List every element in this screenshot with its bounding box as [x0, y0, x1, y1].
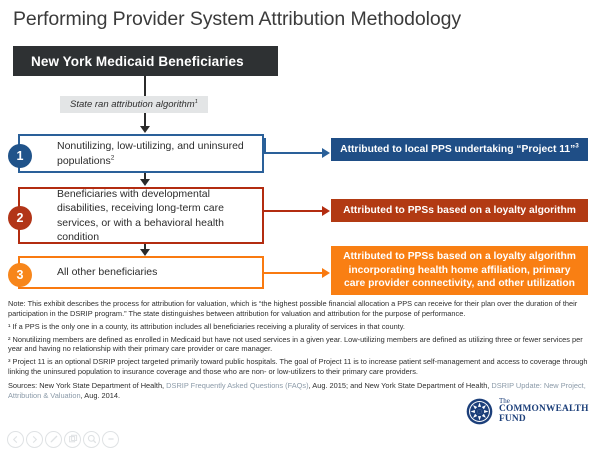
arrow-head-down-cat3 — [140, 249, 150, 256]
bottom-toolbar — [0, 428, 600, 450]
commonwealth-fund-seal-icon — [466, 398, 493, 425]
category-label-3: All other beneficiaries — [57, 266, 158, 279]
sources-mid: , Aug. 2015; and New York State Departme… — [308, 380, 492, 390]
footnote-2: ² Nonutilizing members are defined as en… — [8, 334, 583, 354]
note-text: Note: This exhibit describes the process… — [8, 299, 578, 318]
category-label-2: Beneficiaries with developmental disabil… — [57, 187, 224, 243]
arrow-head-down-cat2 — [140, 179, 150, 186]
pencil-icon[interactable] — [45, 430, 62, 448]
arrow-head-right-result1 — [322, 148, 330, 158]
copy-icon[interactable] — [64, 430, 81, 448]
sources-title-2: DSRIP Update: New Project, Attribution &… — [8, 380, 586, 400]
footnote-1: ¹ If a PPS is the only one in a county, … — [8, 321, 405, 331]
arrow-head-right-result2 — [322, 206, 330, 216]
category-badge-2: 2 — [8, 206, 32, 230]
category-box-1: 1 Nonutilizing, low-utilizing, and unins… — [8, 134, 264, 173]
result-box-2: Attributed to PPSs based on a loyalty al… — [331, 199, 588, 222]
result-label-2: Attributed to PPSs based on a loyalty al… — [343, 204, 576, 216]
logo-line-1: The — [499, 397, 510, 405]
connector-line-cat1-to-result1 — [264, 152, 322, 154]
footnote-3: ³ Project 11 is an optional DSRIP projec… — [8, 357, 588, 377]
connector-line-cat3-to-result3 — [264, 272, 322, 274]
category-box-3: 3 All other beneficiaries — [8, 256, 264, 289]
header-box: New York Medicaid Beneficiaries — [13, 46, 278, 76]
category-label-1: Nonutilizing, low-utilizing, and uninsur… — [57, 140, 244, 167]
result-box-3: Attributed to PPSs based on a loyalty al… — [331, 246, 588, 295]
sources-suffix: , Aug. 2014. — [80, 390, 121, 400]
logo-line-3: FUND — [499, 414, 526, 425]
sources-prefix: Sources: New York State Department of He… — [8, 380, 167, 390]
footnotes: Note: This exhibit describes the process… — [8, 299, 594, 404]
connector-line-cat1-to-cat2 — [144, 173, 146, 180]
connector-line-cat2-to-cat3 — [144, 244, 146, 251]
algorithm-pill-label: State ran attribution algorithm1 — [70, 98, 198, 110]
category-box-2: 2 Beneficiaries with developmental disab… — [8, 187, 264, 244]
category-body-1: Nonutilizing, low-utilizing, and uninsur… — [20, 136, 262, 171]
commonwealth-fund-wordmark: The COMMONWEALTH FUND — [499, 397, 589, 425]
connector-line-algorithm-to-cat1 — [144, 113, 146, 127]
minus-icon[interactable] — [102, 430, 119, 448]
connector-line-header-to-algorithm — [144, 76, 146, 96]
category-body-3: All other beneficiaries — [20, 258, 262, 287]
result-footnote-marker-1: 3 — [575, 142, 579, 150]
sources-text: Sources: New York State Department of He… — [8, 381, 594, 401]
category-body-2: Beneficiaries with developmental disabil… — [20, 187, 262, 243]
algorithm-footnote-marker: 1 — [194, 98, 198, 105]
back-icon[interactable] — [7, 430, 24, 448]
category-badge-1: 1 — [8, 144, 32, 168]
commonwealth-fund-logo: The COMMONWEALTH FUND — [466, 397, 589, 425]
result-label-1: Attributed to local PPS undertaking “Pro… — [340, 142, 579, 155]
connector-stub-cat1 — [264, 138, 266, 154]
result-box-1: Attributed to local PPS undertaking “Pro… — [331, 138, 588, 161]
sources-title-1: DSRIP Frequently Asked Questions (FAQs) — [166, 380, 309, 390]
connector-line-cat2-to-result2 — [264, 210, 322, 212]
page-title: Performing Provider System Attribution M… — [13, 8, 462, 30]
header-box-label: New York Medicaid Beneficiaries — [31, 53, 244, 69]
category-footnote-marker-1: 2 — [110, 154, 115, 161]
category-badge-3: 3 — [8, 263, 32, 287]
algorithm-pill: State ran attribution algorithm1 — [60, 96, 208, 113]
arrow-head-down-cat1 — [140, 126, 150, 133]
logo-line-2: COMMONWEALTH — [499, 404, 589, 415]
result-label-3: Attributed to PPSs based on a loyalty al… — [343, 250, 576, 290]
arrow-head-right-result3 — [322, 268, 330, 278]
forward-icon[interactable] — [26, 430, 43, 448]
search-icon[interactable] — [83, 430, 100, 448]
